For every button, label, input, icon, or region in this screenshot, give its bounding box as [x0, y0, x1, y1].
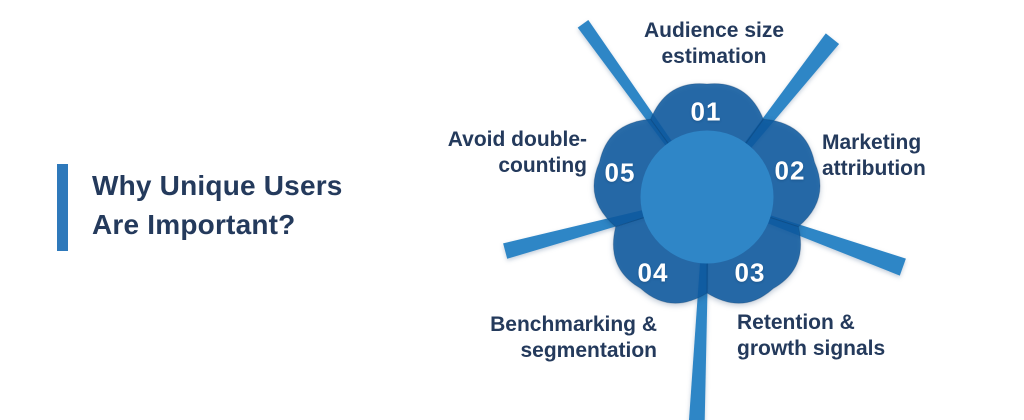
center-circle [640, 130, 774, 264]
segment-number-4: 04 [637, 257, 669, 288]
segment-label-benchmarking: Benchmarking & segmentation [490, 313, 657, 362]
segment-number-5: 05 [604, 157, 636, 188]
segment-label-retention: Retention & growth signals [737, 311, 886, 360]
segment-label-marketing: Marketing attribution [822, 131, 926, 180]
segment-label-audience-size: Audience size estimation [643, 19, 785, 68]
segment-number-2: 02 [774, 155, 806, 186]
segment-label-avoid-double-counting: Avoid double- counting [447, 128, 587, 177]
segment-number-3: 03 [734, 257, 766, 288]
page-title: Why Unique Users Are Important? [92, 170, 343, 240]
title-accent-bar [57, 164, 68, 251]
segment-number-1: 01 [690, 96, 722, 127]
